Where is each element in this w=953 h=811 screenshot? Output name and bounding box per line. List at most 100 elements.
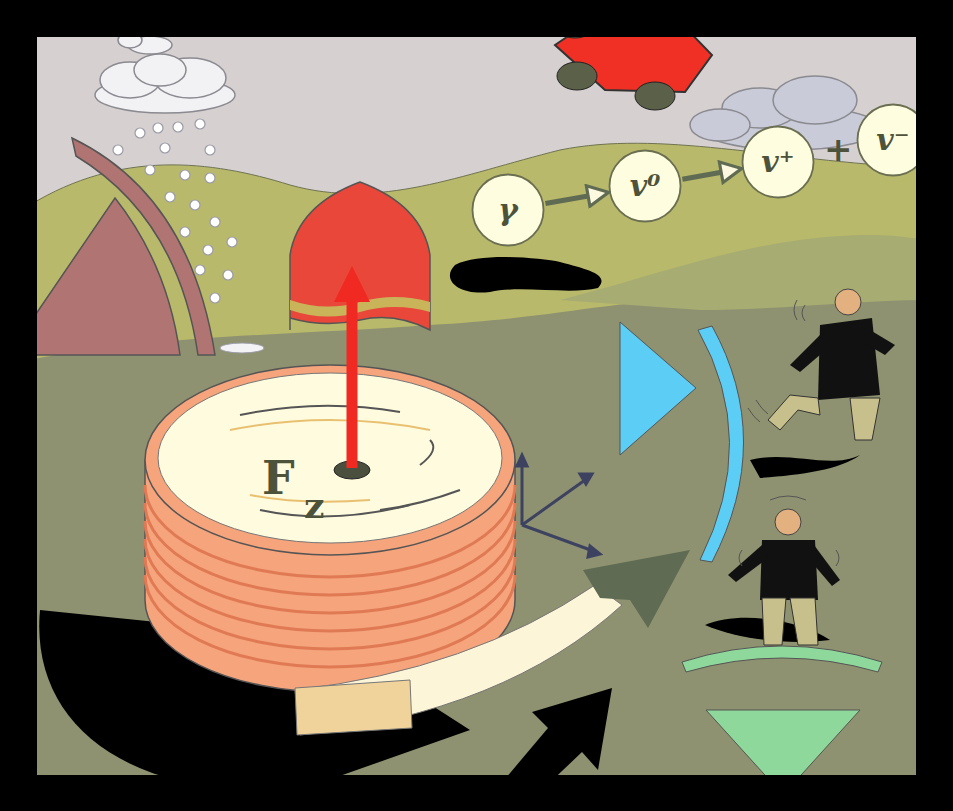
spin-lines — [230, 406, 460, 517]
raindrop — [165, 192, 175, 202]
person-arm — [728, 545, 768, 582]
raindrop — [145, 165, 155, 175]
rain-cloud — [95, 32, 235, 113]
standing-person — [705, 496, 840, 645]
force-arrow-head — [334, 266, 370, 302]
particle-symbol: γ — [498, 195, 518, 225]
axis-head — [517, 455, 527, 466]
mid-hill — [560, 235, 923, 310]
raindrop — [210, 293, 220, 303]
car-wheel — [555, 10, 595, 38]
axes — [517, 455, 600, 557]
motion-line — [794, 300, 797, 320]
axis-line — [521, 462, 524, 525]
raindrop — [173, 122, 183, 132]
flying-car — [555, 6, 712, 110]
spin-line — [380, 490, 460, 510]
raindrop — [160, 143, 170, 153]
motion-lines — [739, 496, 839, 566]
car-wheel — [648, 6, 688, 34]
person-torso — [760, 540, 818, 600]
spin-line — [420, 440, 433, 465]
circle-shape — [609, 150, 680, 221]
particle-symbol: v⁰ — [630, 171, 661, 201]
blue-arc — [698, 326, 744, 562]
motion-line — [748, 408, 760, 422]
person-leg — [768, 395, 820, 430]
blue-triangle — [620, 322, 696, 455]
particle-circle: v⁺ — [741, 125, 815, 199]
puddle — [220, 343, 264, 353]
particle-circle: v⁻ — [856, 103, 930, 177]
motion-line — [836, 550, 839, 566]
raindrop — [227, 237, 237, 247]
jumping-person — [748, 289, 895, 478]
disc-stripe — [145, 557, 515, 649]
rotation-head — [583, 550, 690, 628]
motion-line — [756, 400, 768, 414]
raindrop — [135, 128, 145, 138]
raindrop — [223, 270, 233, 280]
black-arrow — [478, 688, 612, 811]
raindrop — [113, 145, 123, 155]
car-wheel — [557, 62, 597, 90]
particle-symbol: v⁻ — [876, 125, 909, 155]
circle-shape — [472, 174, 543, 245]
rotation-tab — [295, 680, 412, 735]
shadow-blob — [450, 257, 602, 293]
axis-line — [522, 480, 585, 525]
disc-face — [158, 373, 502, 543]
motion-lines — [748, 300, 805, 422]
raindrop — [180, 227, 190, 237]
spin-line — [260, 505, 410, 516]
green-arc — [682, 646, 882, 672]
cloud-part — [773, 76, 857, 124]
person-arm — [866, 330, 895, 355]
person-shadow — [750, 455, 860, 478]
decay-arrow — [545, 193, 606, 204]
person-head — [775, 509, 801, 535]
motion-line — [802, 305, 805, 321]
force-label: z — [304, 487, 324, 523]
raindrop — [195, 119, 205, 129]
raindrop — [195, 265, 205, 275]
green-triangle — [706, 710, 860, 795]
cloud-part — [690, 109, 750, 141]
raindrop — [153, 123, 163, 133]
person-arm — [790, 335, 828, 372]
particle-symbol: v⁺ — [761, 147, 794, 177]
circle-shape — [742, 126, 813, 197]
circle-shape — [857, 104, 928, 175]
person-arm — [808, 545, 840, 586]
person-leg — [790, 598, 818, 645]
axis-line — [522, 525, 596, 552]
spin-line — [240, 406, 400, 415]
motion-line — [770, 496, 806, 500]
person-leg — [762, 598, 786, 645]
car-wheel — [635, 82, 675, 110]
plus-sign: + — [824, 132, 853, 166]
motion-line — [739, 550, 742, 566]
cloud-part — [134, 54, 186, 86]
person-torso — [818, 318, 880, 400]
spin-line — [230, 420, 430, 430]
raindrop — [190, 200, 200, 210]
axis-head — [580, 474, 592, 484]
particle-circle: v⁰ — [608, 149, 682, 223]
raindrop — [203, 245, 213, 255]
small-cloud — [118, 32, 142, 48]
person-head — [835, 289, 861, 315]
axis-head — [588, 546, 600, 557]
raindrop — [210, 217, 220, 227]
raindrop — [205, 145, 215, 155]
spinning-disc — [145, 365, 515, 692]
arch-band — [72, 138, 215, 355]
force-arrow-shaft — [347, 300, 358, 468]
force-label: F — [262, 455, 295, 501]
person-leg — [850, 398, 880, 440]
